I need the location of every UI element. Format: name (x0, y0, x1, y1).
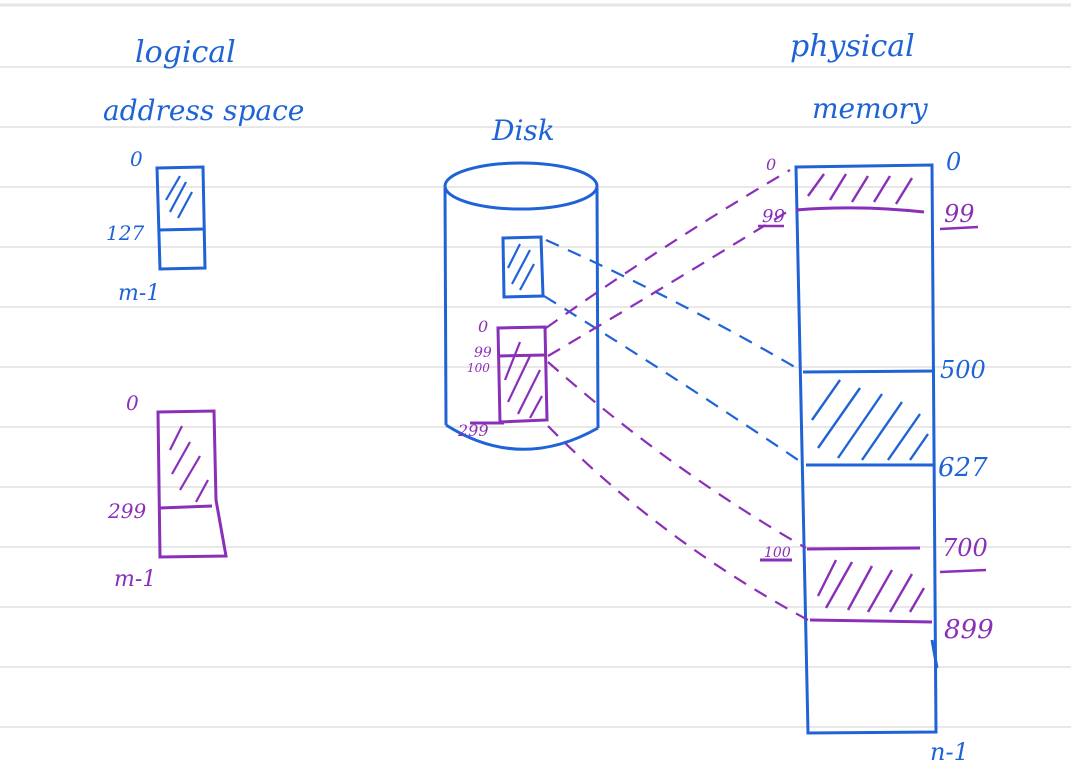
physical-memory-notch (930, 639, 939, 669)
purple-map-line-0 (545, 169, 791, 329)
physical-memory-box (794, 163, 938, 735)
purple-map-line-299 (547, 425, 809, 621)
disk-cylinder (443, 161, 600, 451)
blue-map-line-top (545, 238, 801, 371)
disk-top-ellipse (443, 161, 599, 211)
disk-purple-divider (497, 353, 547, 358)
disk-label-99: 99 (474, 345, 492, 361)
physical-left-label-100: 100 (764, 545, 791, 561)
physical-purple-bottom-hatch (816, 559, 926, 613)
physical-right-label-n1: n-1 (930, 738, 969, 766)
purple-map-line-99 (547, 209, 791, 357)
logical-blue-divider (157, 227, 206, 232)
logical-title-line1: logical (135, 35, 236, 70)
disk-purple-rect (496, 325, 549, 424)
mapping-lines-purple (545, 169, 809, 621)
physical-right-label-0: 0 (946, 148, 961, 176)
logical-purple-hatch (169, 425, 209, 503)
logical-blue-box (155, 165, 207, 271)
logical-blue-segment (155, 165, 207, 271)
disk-label-0: 0 (478, 317, 488, 336)
physical-purple-top-hatch (807, 173, 914, 205)
disk-right-side (595, 187, 600, 429)
physical-right-label-99: 99 (944, 200, 975, 228)
disk-left-side (443, 187, 448, 426)
disk-title: Disk (491, 114, 555, 147)
physical-purple-frame-top (795, 173, 925, 214)
disk-bottom-curve (445, 423, 599, 451)
physical-right-label-700: 700 (942, 534, 988, 562)
logical-purple-divider (159, 504, 213, 510)
physical-purple-top-divider (795, 206, 925, 214)
disk-label-100: 100 (467, 361, 490, 375)
physical-title-line2: memory (812, 92, 929, 125)
physical-purple-bottom-top-line (806, 546, 921, 551)
physical-purple-frame-bottom (760, 546, 933, 624)
logical-purple-box (156, 409, 228, 559)
blue-map-line-bottom (543, 295, 805, 465)
physical-blue-frame (802, 369, 936, 467)
logical-purple-segment (156, 409, 228, 559)
logical-purple-label-0: 0 (126, 391, 139, 415)
physical-title-line1: physical (790, 29, 915, 64)
logical-blue-label-m1: m-1 (118, 281, 160, 306)
physical-right-700-underline (939, 568, 987, 574)
ruled-lines (0, 3, 1071, 728)
physical-right-label-627: 627 (938, 453, 988, 483)
physical-memory-column (794, 163, 939, 735)
disk-purple-block (470, 325, 549, 425)
logical-blue-hatch (165, 175, 193, 219)
physical-left-label-0: 0 (766, 155, 776, 174)
physical-blue-hatch (811, 379, 929, 461)
physical-purple-bottom-end-line (809, 618, 933, 624)
physical-right-99-underline (939, 225, 979, 231)
physical-blue-top-line (802, 369, 936, 374)
disk-label-299: 299 (457, 421, 489, 440)
physical-right-label-899: 899 (944, 615, 994, 645)
logical-title-line2: address space (103, 94, 304, 127)
logical-purple-label-299: 299 (107, 499, 146, 523)
disk-purple-hatch (503, 341, 543, 419)
disk-blue-rect (501, 235, 545, 299)
physical-right-label-500: 500 (940, 356, 986, 384)
logical-purple-label-m1: m-1 (114, 567, 156, 592)
mapping-lines-blue (543, 238, 805, 465)
disk-blue-block (501, 235, 545, 299)
logical-blue-label-127: 127 (106, 221, 144, 245)
purple-map-line-100 (547, 361, 807, 549)
logical-blue-label-0: 0 (130, 147, 143, 171)
disk-blue-hatch (507, 243, 535, 291)
physical-left-label-99: 99 (762, 206, 785, 227)
